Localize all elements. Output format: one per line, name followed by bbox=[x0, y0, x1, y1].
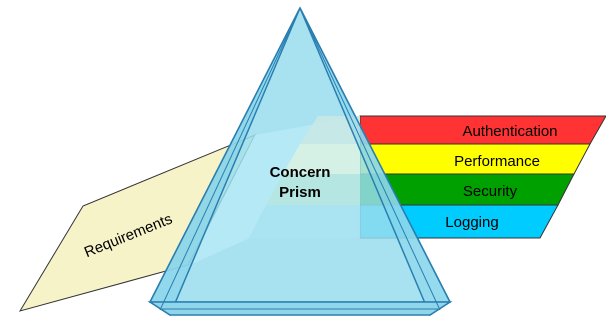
prism: Concern Prism bbox=[147, 6, 453, 317]
prism-band-tint-1 bbox=[300, 116, 360, 144]
band-label-authentication: Authentication bbox=[462, 123, 557, 140]
concern-bands: Authentication Performance Security Logg… bbox=[359, 115, 606, 239]
prism-band-tint-4 bbox=[249, 205, 360, 238]
band-label-security: Security bbox=[463, 183, 518, 200]
prism-band-tint-2 bbox=[283, 144, 360, 174]
band-label-logging: Logging bbox=[445, 214, 498, 231]
prism-apex-left-line bbox=[159, 7, 301, 311]
prism-apex-right-line bbox=[299, 7, 441, 311]
prism-band-tint-3 bbox=[266, 174, 360, 205]
prism-title-line1: Concern bbox=[270, 164, 331, 181]
prism-title-line2: Prism bbox=[279, 184, 321, 201]
band-label-performance: Performance bbox=[454, 153, 540, 170]
